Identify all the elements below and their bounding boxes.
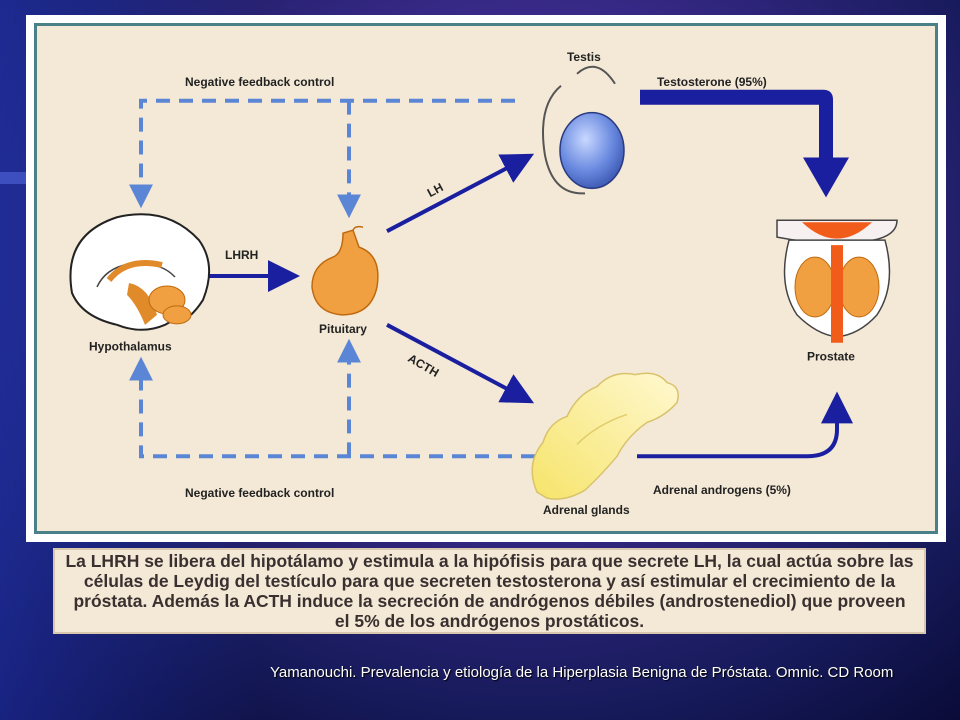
testis-icon: [542, 65, 625, 195]
caption-box: La LHRH se libera del hipotálamo y estim…: [53, 548, 926, 634]
negative-feedback-bottom-label: Negative feedback control: [185, 486, 334, 500]
hormone-arrows: [209, 153, 853, 459]
negative-feedback-top: [129, 98, 515, 219]
prostate-icon: [776, 219, 898, 343]
prostate-label: Prostate: [807, 350, 855, 364]
lh-label: LH: [425, 180, 446, 200]
hypothalamus-icon: [69, 213, 211, 331]
diagram-frame: Negative feedback control Negative feedb…: [26, 15, 946, 542]
caption-text: La LHRH se libera del hipotálamo y estim…: [65, 551, 914, 631]
lhrh-label: LHRH: [225, 248, 258, 262]
diagram-panel: Negative feedback control Negative feedb…: [34, 23, 938, 534]
adrenal-glands-icon: [531, 372, 679, 500]
slide-accent-bar: [0, 172, 28, 184]
testosterone-arrow: [640, 89, 849, 198]
testis-label: Testis: [567, 50, 601, 64]
negative-feedback-bottom: [129, 338, 535, 459]
hormone-pathway-diagram: Negative feedback control Negative feedb…: [69, 50, 898, 517]
negative-feedback-top-label: Negative feedback control: [185, 75, 334, 89]
adrenal-glands-label: Adrenal glands: [543, 503, 630, 517]
testosterone-label: Testosterone (95%): [657, 75, 767, 89]
adrenal-androgens-label: Adrenal androgens (5%): [653, 483, 791, 497]
hypothalamus-label: Hypothalamus: [89, 340, 172, 354]
pituitary-label: Pituitary: [319, 322, 367, 336]
pituitary-icon: [311, 225, 379, 316]
acth-label: ACTH: [405, 351, 441, 380]
citation-text: Yamanouchi. Prevalencia y etiología de l…: [270, 664, 894, 681]
